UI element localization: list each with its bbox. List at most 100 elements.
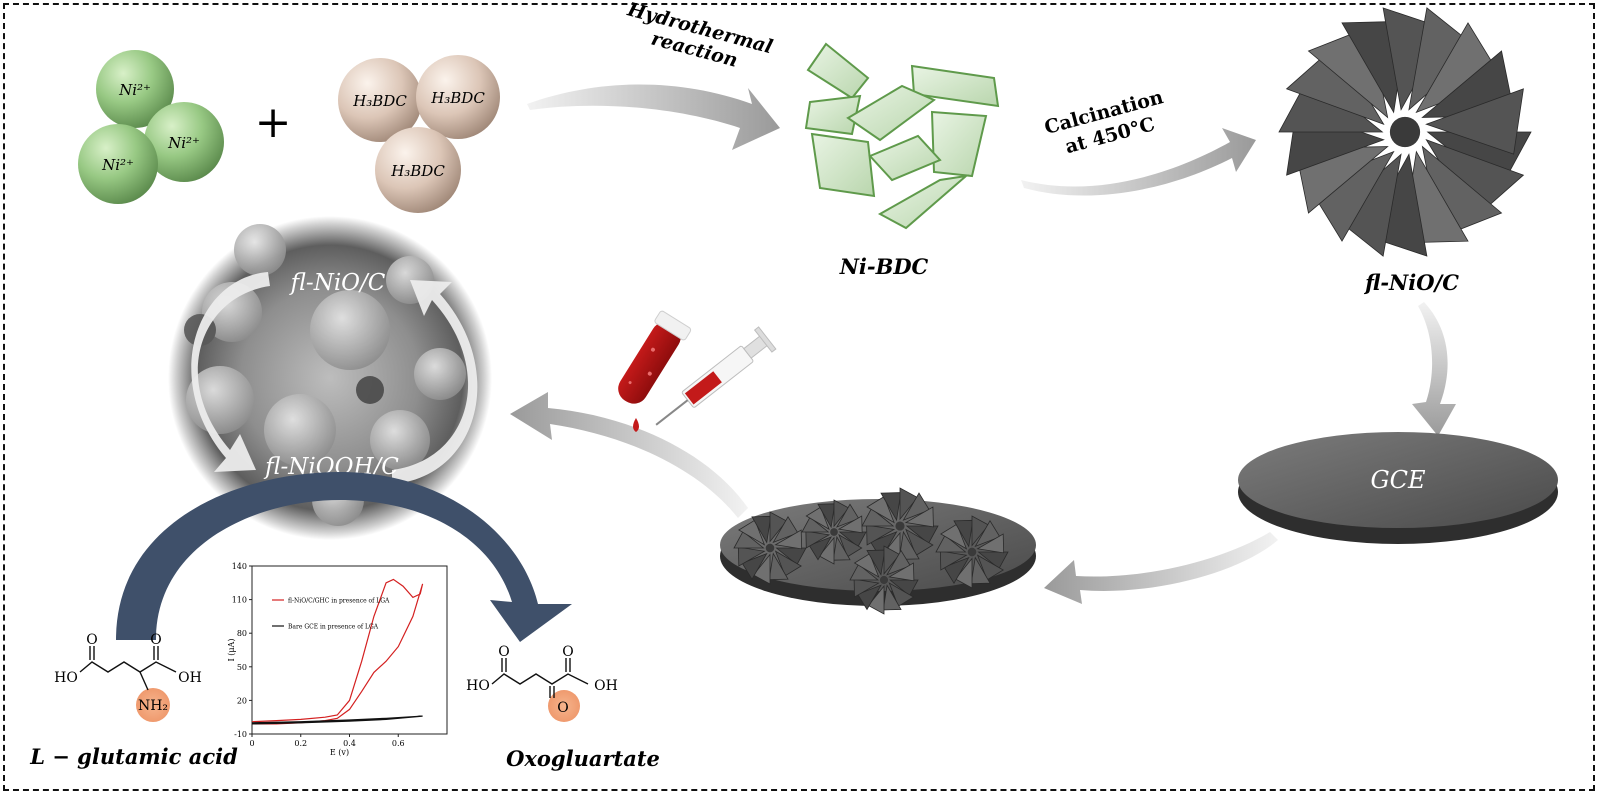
cycle-arrow-left xyxy=(191,272,270,472)
gce-top xyxy=(1238,432,1558,528)
flower-petal xyxy=(835,503,860,528)
flower-petal xyxy=(838,533,863,558)
flower-petal xyxy=(880,492,902,522)
flower-petal xyxy=(857,584,882,611)
flower-core xyxy=(830,528,838,536)
y-tick-label: 110 xyxy=(232,596,247,605)
flower-petal xyxy=(818,536,835,565)
cycle-arrow-right xyxy=(392,280,478,484)
y-tick-label: -10 xyxy=(234,730,247,739)
ketone-highlight xyxy=(548,690,580,722)
flower-petal xyxy=(768,552,789,581)
y-tick-label: 20 xyxy=(237,696,247,705)
y-tick-label: 140 xyxy=(232,562,247,571)
linker-label: H₃BDC xyxy=(390,162,445,180)
linker-sphere xyxy=(375,127,461,213)
nickel-ion-cluster: Ni²⁺ Ni²⁺ Ni²⁺ xyxy=(78,50,224,204)
flower-petal xyxy=(853,553,880,578)
flower-petal xyxy=(888,562,915,582)
plus-sign: + xyxy=(255,97,292,148)
y-tick-label: 50 xyxy=(237,663,247,672)
linker-sphere xyxy=(416,55,500,139)
flower-petal xyxy=(953,519,974,548)
nickel-ion-label: Ni²⁺ xyxy=(167,134,200,152)
acid-o2: O xyxy=(150,632,161,648)
flower-petal xyxy=(971,515,990,547)
calcination-arrow xyxy=(1021,128,1256,196)
acid-oh: OH xyxy=(178,670,202,686)
mof-flake xyxy=(810,132,876,198)
flower-petal xyxy=(805,506,830,531)
flower-petal xyxy=(905,525,939,545)
x-tick-label: 0.6 xyxy=(392,739,405,748)
flower-petal xyxy=(805,530,831,549)
mini-flower xyxy=(733,511,807,585)
mof-flake xyxy=(868,134,942,182)
flower-petal xyxy=(741,552,768,580)
y-tick-label: 80 xyxy=(237,629,247,638)
flower-petal xyxy=(866,524,896,546)
flower-petal xyxy=(738,519,766,546)
flower-petal xyxy=(977,551,1009,570)
modification-arrow xyxy=(1412,302,1456,436)
amine-highlight xyxy=(136,688,170,722)
flower-core xyxy=(895,521,905,531)
flower-petal xyxy=(838,531,867,548)
legend-label: Bare GCE in presence of LGA xyxy=(288,624,379,631)
product-label: Oxogluartate xyxy=(506,746,660,771)
flower-petal xyxy=(808,536,833,561)
nickel-ion-sphere xyxy=(144,102,224,182)
nio-flower xyxy=(1278,7,1532,257)
mof-flake xyxy=(877,174,970,230)
keto-oh: OH xyxy=(594,678,618,694)
blood-sample-icon xyxy=(618,310,692,404)
flower-petal xyxy=(1425,88,1524,155)
flower-petal xyxy=(939,550,968,571)
modified-electrode xyxy=(720,487,1036,615)
mini-flower xyxy=(801,499,867,565)
nio-flower-petals xyxy=(1278,7,1532,257)
flower-petal xyxy=(853,578,880,598)
flower-petal xyxy=(801,516,830,533)
oxoglutarate-structure: O O HO OH O xyxy=(466,644,618,722)
x-axis-label: E (v) xyxy=(330,748,349,757)
keto-o1: O xyxy=(498,644,509,660)
gce-electrode: GCE xyxy=(1238,432,1558,544)
oxidation-arrow xyxy=(116,472,572,642)
linker-sphere xyxy=(338,58,422,142)
x-tick-label: 0.2 xyxy=(294,739,307,748)
flower-petal xyxy=(867,584,885,615)
mof-flake xyxy=(930,110,988,178)
flower-core xyxy=(765,543,775,553)
hydrothermal-label: Hydrothermal reaction xyxy=(624,0,775,72)
detection-arrow xyxy=(510,392,748,518)
flower-petal xyxy=(898,530,920,560)
syringe-icon xyxy=(633,326,777,432)
flower-petal xyxy=(752,553,771,585)
flower-petal xyxy=(940,523,968,550)
substrate-label: L − glutamic acid xyxy=(29,744,238,769)
flower-petal xyxy=(943,556,970,584)
flower-petal xyxy=(772,516,799,544)
ni-bdc-label: Ni-BDC xyxy=(839,254,929,279)
flower-petal xyxy=(886,549,911,576)
mof-flake xyxy=(804,94,862,136)
flower-petal xyxy=(737,546,766,567)
nickel-ion-label: Ni²⁺ xyxy=(118,81,151,99)
coating-arrow xyxy=(1044,532,1278,604)
flower-petal xyxy=(733,530,765,549)
flower-petal xyxy=(976,533,1005,554)
hydrothermal-arrow xyxy=(527,84,780,150)
acid-o1: O xyxy=(86,632,97,648)
mini-flower xyxy=(935,515,1009,589)
flower-petal xyxy=(817,503,836,529)
flower-petal xyxy=(774,550,802,577)
series-line xyxy=(251,578,424,725)
mof-flake xyxy=(846,84,936,142)
flower-petal xyxy=(866,496,895,524)
gce-label: GCE xyxy=(1370,466,1426,494)
flower-core xyxy=(879,575,889,585)
flower-petal xyxy=(954,557,973,589)
chart-plot-area xyxy=(251,565,448,735)
